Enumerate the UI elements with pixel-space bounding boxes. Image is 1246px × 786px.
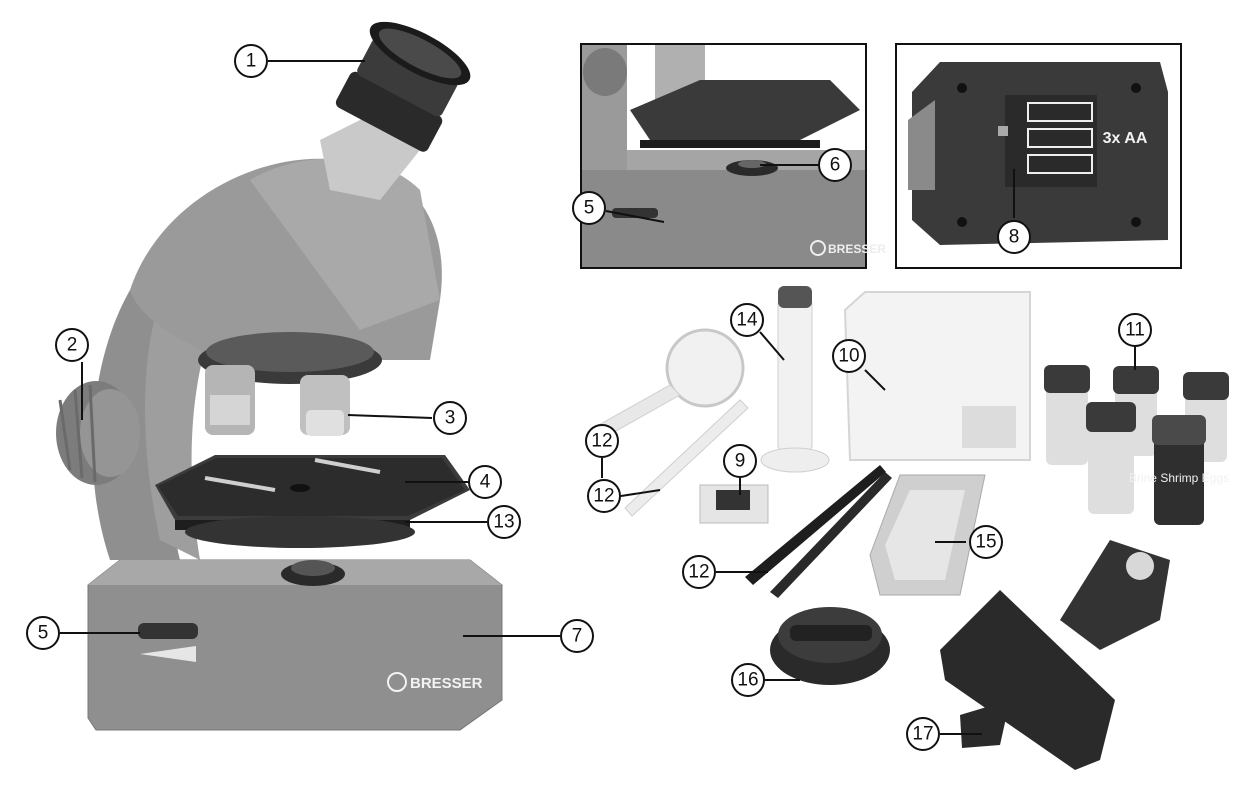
callout-9: 9 [735, 451, 746, 472]
callout-14: 14 [736, 310, 758, 331]
base-brand-logo: BRESSER [410, 675, 483, 692]
leader-line-10 [864, 369, 886, 391]
inset-stage-detail: BRESSER [580, 43, 886, 269]
callout-7: 7 [572, 626, 583, 647]
callout-5-main: 5 [38, 623, 49, 644]
inset-battery-compartment: 3x AA [895, 43, 1182, 269]
leader-line-3 [347, 414, 433, 419]
bottle-label: Brine Shrimp Eggs [1129, 471, 1229, 485]
leader-line-12b [620, 489, 661, 497]
callout-numbers: 1 2 3 4 5 5 6 7 8 9 10 11 12 12 12 13 14… [38, 51, 1145, 745]
specimen-bottles: Brine Shrimp Eggs [1044, 365, 1229, 525]
accessories-illustration: Brine Shrimp Eggs [589, 286, 1229, 770]
callout-12-pipette: 12 [593, 486, 614, 507]
inset-brand-logo: BRESSER [828, 242, 886, 256]
callout-13: 13 [493, 512, 514, 533]
battery-text: 3x AA [1103, 130, 1148, 147]
callout-10: 10 [838, 346, 859, 367]
callout-6: 6 [830, 155, 841, 176]
callout-2: 2 [67, 335, 78, 356]
callouts [26, 44, 1152, 751]
callout-12-tweezers: 12 [688, 562, 709, 583]
callout-17: 17 [912, 724, 933, 745]
callout-3: 3 [445, 408, 456, 429]
callout-12-magnifier: 12 [591, 431, 612, 452]
leader-line-5b [605, 210, 665, 223]
callout-16: 16 [737, 670, 758, 691]
leader-line-14 [759, 331, 785, 361]
callout-8: 8 [1009, 227, 1020, 248]
callout-4: 4 [480, 472, 491, 493]
microscope-illustration: BRESSER [56, 21, 503, 731]
callout-15: 15 [975, 532, 996, 553]
callout-11: 11 [1125, 320, 1145, 341]
callout-1: 1 [246, 51, 257, 72]
callout-5-inset: 5 [584, 198, 595, 219]
